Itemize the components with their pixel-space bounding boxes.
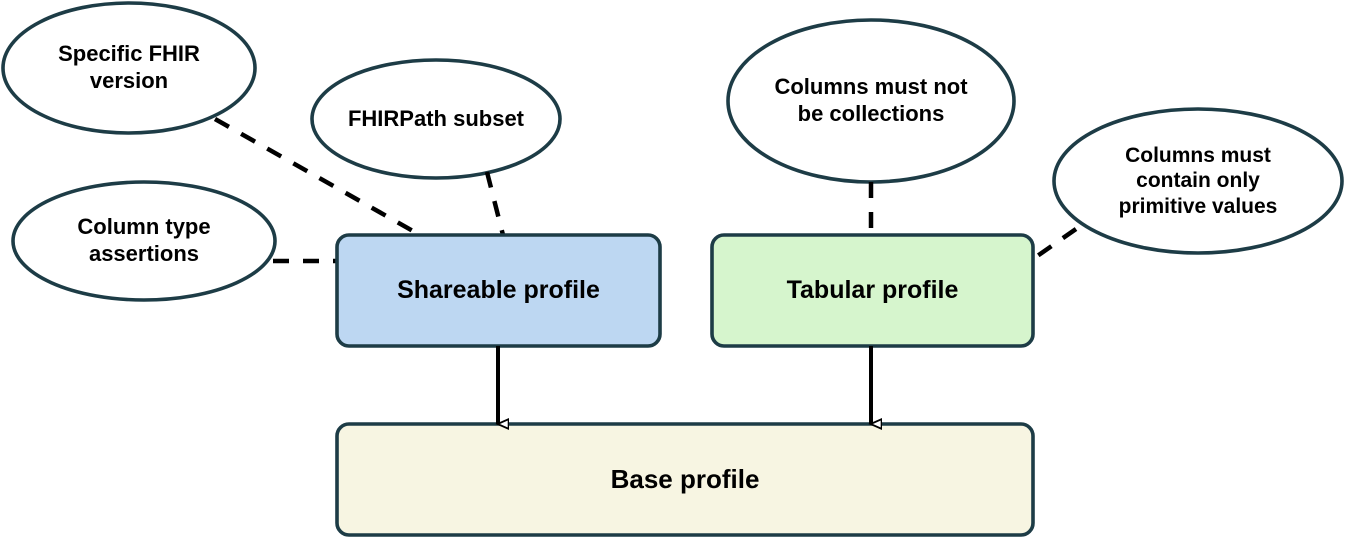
specific-fhir-version-link: [213, 117, 422, 237]
profile-boxes-layer: [335, 233, 1035, 537]
ellipse-column-type-assertions: [11, 180, 277, 302]
ellipse-columns-must-not-be-collections: [726, 18, 1016, 184]
box-shareable-profile: [335, 233, 662, 348]
generalization-arrows-layer: [498, 346, 871, 424]
box-tabular-profile: [710, 233, 1035, 348]
ellipse-columns-must-contain-only-primitive-values: [1052, 107, 1344, 255]
ellipse-specific-fhir-version: [1, 1, 257, 135]
ellipse-fhirpath-subset: [310, 58, 562, 180]
box-base-profile: [335, 422, 1035, 537]
dashed-connectors-layer: [213, 117, 1078, 264]
fhirpath-subset-link: [484, 171, 506, 236]
constraint-ellipses-layer: [1, 1, 1344, 302]
columns-must-contain-only-primitive-values-link: [1031, 227, 1078, 261]
